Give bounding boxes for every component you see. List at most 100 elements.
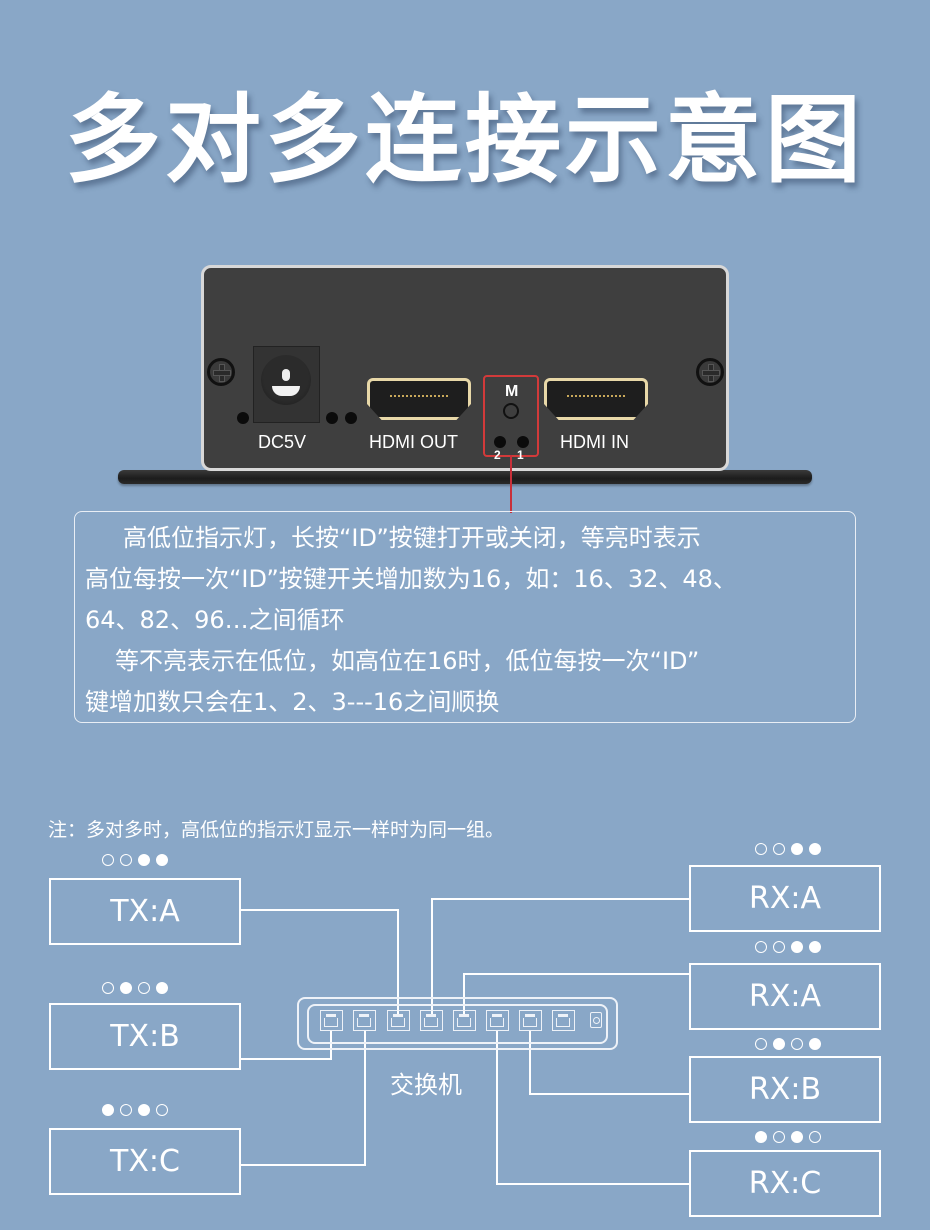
description-box: 高低位指示灯，长按“ID”按键打开或关闭，等亮时表示 高位每按一次“ID”按键开… bbox=[74, 511, 856, 723]
id-button bbox=[503, 403, 519, 419]
indicator-on-icon bbox=[791, 941, 803, 953]
indicator-on-icon bbox=[138, 854, 150, 866]
hdmi-out-label: HDMI OUT bbox=[369, 432, 458, 452]
description-line: 键增加数只会在1、2、3---16之间顺换 bbox=[85, 688, 500, 716]
dc-power-jack bbox=[253, 346, 320, 423]
indicator-on-icon bbox=[773, 1038, 785, 1050]
rx-a-node: RX:A bbox=[689, 865, 881, 932]
wire-rx-a1 bbox=[431, 898, 691, 900]
tx-b-label: TX:B bbox=[110, 1019, 180, 1054]
indicator-on-icon bbox=[809, 941, 821, 953]
indicator-on-icon bbox=[809, 1038, 821, 1050]
wire-rx-a1 bbox=[431, 898, 433, 1015]
hdmi-in-label: HDMI IN bbox=[560, 432, 629, 452]
led-high bbox=[494, 436, 506, 448]
indicator-off-icon bbox=[102, 982, 114, 994]
indicator-dots bbox=[102, 982, 168, 994]
power-port-icon bbox=[590, 1012, 602, 1028]
indicator-on-icon bbox=[120, 982, 132, 994]
indicator-dots bbox=[102, 1104, 168, 1116]
tx-b-node: TX:B bbox=[49, 1003, 241, 1070]
ethernet-port-icon bbox=[453, 1010, 476, 1031]
indicator-on-icon bbox=[791, 1131, 803, 1143]
device-base bbox=[118, 470, 812, 484]
description-line: 64、82、96…之间循环 bbox=[85, 606, 345, 634]
wire-rx-c bbox=[496, 1183, 691, 1185]
network-switch bbox=[297, 997, 618, 1050]
indicator-on-icon bbox=[809, 843, 821, 855]
ethernet-port-icon bbox=[519, 1010, 542, 1031]
hdmi-in-port bbox=[544, 378, 648, 420]
wire-rx-b bbox=[529, 1030, 531, 1095]
rx-a2-node: RX:A bbox=[689, 963, 881, 1030]
indicator-off-icon bbox=[773, 941, 785, 953]
ethernet-port-icon bbox=[552, 1010, 575, 1031]
indicator-off-icon bbox=[755, 843, 767, 855]
indicator-off-icon bbox=[755, 941, 767, 953]
indicator-on-icon bbox=[138, 1104, 150, 1116]
indicator-on-icon bbox=[156, 854, 168, 866]
indicator-on-icon bbox=[791, 843, 803, 855]
indicator-off-icon bbox=[102, 854, 114, 866]
indicator-off-icon bbox=[138, 982, 150, 994]
note-text: 注：多对多时，高低位的指示灯显示一样时为同一组。 bbox=[48, 819, 505, 841]
m-button-label: M bbox=[505, 383, 519, 400]
indicator-off-icon bbox=[791, 1038, 803, 1050]
ethernet-port-icon bbox=[387, 1010, 410, 1031]
tx-a-node: TX:A bbox=[49, 878, 241, 945]
led-low bbox=[517, 436, 529, 448]
indicator-dots bbox=[755, 1038, 821, 1050]
rx-c-label: RX:C bbox=[748, 1166, 822, 1201]
led-dot bbox=[345, 412, 357, 424]
screw-icon bbox=[696, 358, 724, 386]
switch-label: 交换机 bbox=[390, 1071, 462, 1099]
description-line: 高位每按一次“ID”按键开关增加数为16，如：16、32、48、 bbox=[85, 565, 737, 593]
indicator-off-icon bbox=[156, 1104, 168, 1116]
tx-c-node: TX:C bbox=[49, 1128, 241, 1195]
wire-tx-c bbox=[364, 1030, 366, 1166]
led-dot bbox=[326, 412, 338, 424]
wire-tx-b bbox=[330, 1030, 332, 1060]
extender-device-rear-panel: DC5V HDMI OUT M 2 1 HDMI IN bbox=[201, 265, 729, 471]
page-title: 多对多连接示意图 bbox=[65, 83, 865, 196]
screw-icon bbox=[207, 358, 235, 386]
wire-tx-b bbox=[239, 1058, 332, 1060]
indicator-off-icon bbox=[120, 854, 132, 866]
tx-a-label: TX:A bbox=[110, 894, 180, 929]
ethernet-port-icon bbox=[420, 1010, 443, 1031]
description-line: 等不亮表示在低位，如高位在16时，低位每按一次“ID” bbox=[115, 647, 700, 675]
ethernet-port-icon bbox=[320, 1010, 343, 1031]
led-1-label: 1 bbox=[517, 448, 524, 462]
led-2-label: 2 bbox=[494, 448, 501, 462]
callout-line bbox=[510, 455, 512, 513]
power-jack-icon bbox=[261, 355, 311, 405]
indicator-on-icon bbox=[156, 982, 168, 994]
switch-panel bbox=[307, 1004, 608, 1044]
id-button-highlight: M bbox=[483, 375, 539, 457]
rx-b-label: RX:B bbox=[748, 1072, 822, 1107]
dc-label: DC5V bbox=[258, 432, 307, 452]
indicator-dots bbox=[755, 941, 821, 953]
indicator-dots bbox=[755, 843, 821, 855]
ethernet-port-icon bbox=[353, 1010, 376, 1031]
wire-rx-a2 bbox=[463, 973, 465, 1015]
rx-a-label: RX:A bbox=[748, 881, 822, 916]
tx-c-label: TX:C bbox=[110, 1144, 180, 1179]
wire-rx-a2 bbox=[463, 973, 691, 975]
rx-b-node: RX:B bbox=[689, 1056, 881, 1123]
wire-tx-a bbox=[239, 909, 399, 911]
wire-rx-b bbox=[529, 1093, 691, 1095]
hdmi-out-port bbox=[367, 378, 471, 420]
description-line: 高低位指示灯，长按“ID”按键打开或关闭，等亮时表示 bbox=[123, 524, 701, 552]
rx-a2-label: RX:A bbox=[748, 979, 822, 1014]
rx-c-node: RX:C bbox=[689, 1150, 881, 1217]
indicator-off-icon bbox=[773, 843, 785, 855]
indicator-on-icon bbox=[755, 1131, 767, 1143]
indicator-off-icon bbox=[809, 1131, 821, 1143]
indicator-on-icon bbox=[102, 1104, 114, 1116]
wire-tx-c bbox=[239, 1164, 366, 1166]
ethernet-port-icon bbox=[486, 1010, 509, 1031]
wire-rx-c bbox=[496, 1030, 498, 1185]
indicator-dots bbox=[755, 1131, 821, 1143]
indicator-off-icon bbox=[773, 1131, 785, 1143]
